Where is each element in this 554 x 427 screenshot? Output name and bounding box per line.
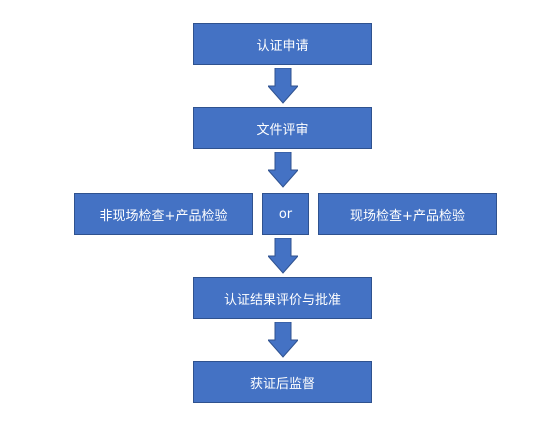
arrow-down-icon <box>268 238 298 274</box>
step-post-supervision: 获证后监督 <box>193 361 372 403</box>
step-non-onsite-inspection: 非现场检查+产品检验 <box>74 193 253 235</box>
arrow-down-icon <box>268 322 298 358</box>
arrow-down-icon <box>268 68 298 104</box>
arrow-down-icon <box>268 152 298 188</box>
step-evaluation-approval: 认证结果评价与批准 <box>193 277 372 319</box>
step-document-review: 文件评审 <box>193 107 372 149</box>
step-onsite-inspection: 现场检查+产品检验 <box>318 193 497 235</box>
step-or: or <box>262 193 309 235</box>
step-application: 认证申请 <box>193 23 372 65</box>
